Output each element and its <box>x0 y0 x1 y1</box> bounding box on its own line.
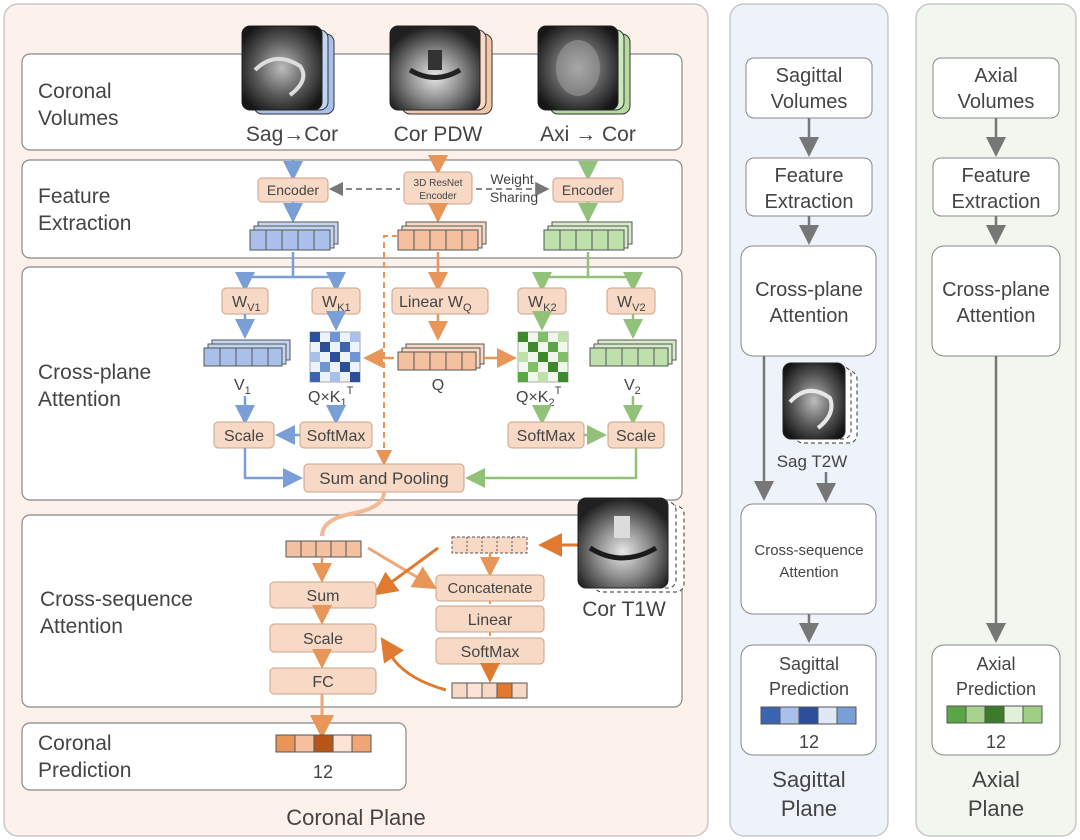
linear-wq-box <box>391 287 489 315</box>
sagittal-cp-label-1: Cross-plane <box>755 279 863 301</box>
axial-prediction-box <box>931 644 1061 756</box>
feature-label-2: Extraction <box>38 212 131 235</box>
sagittal-pred-label-2: Prediction <box>769 679 849 699</box>
green-feature-tensor <box>543 221 633 251</box>
q-tensor <box>397 343 485 371</box>
sagittal-cross-plane-box <box>740 245 877 357</box>
concatenate-label: Concatenate <box>447 580 532 597</box>
axi-to-cor-label: Axi → Cor <box>540 123 636 146</box>
cross-seq-label-2: Attention <box>40 615 123 638</box>
sagittal-prediction-bar <box>760 706 857 725</box>
sharing-label: Sharing <box>490 189 538 205</box>
sagittal-cs-label-2: Attention <box>779 564 838 581</box>
pooled-feature-vector <box>285 540 362 558</box>
sagittal-feature-label-2: Extraction <box>765 191 854 213</box>
sum-label: Sum <box>307 588 340 605</box>
wv2-box <box>606 287 656 315</box>
wv1-label: WV1 <box>232 294 261 314</box>
axial-pred-label-1: Axial <box>976 654 1015 674</box>
coronal-volumes-section <box>21 53 683 151</box>
coronal-pred-label-1: Coronal <box>38 732 112 755</box>
scale-right-label: Scale <box>616 428 656 445</box>
axial-pred-count: 12 <box>986 732 1006 752</box>
qk1-attention-matrix <box>309 331 361 383</box>
coronal-pred-count: 12 <box>313 762 333 782</box>
q-label: Q <box>432 377 444 394</box>
attention-weight-vector <box>451 682 528 699</box>
softmax-left-label: SoftMax <box>307 428 366 445</box>
coronal-plane-title: Coronal Plane <box>286 805 425 830</box>
coronal-volumes-label-2: Volumes <box>38 107 119 130</box>
sagittal-volumes-label-1: Sagittal <box>776 65 843 87</box>
axial-volumes-label-1: Axial <box>974 65 1017 87</box>
qk2-attention-matrix <box>517 331 569 383</box>
axial-plane-title-2: Plane <box>968 796 1024 821</box>
cross-plane-label-2: Attention <box>38 388 121 411</box>
sagittal-plane-title-2: Plane <box>781 796 837 821</box>
scale-label: Scale <box>303 631 343 648</box>
blue-feature-tensor <box>249 221 339 251</box>
axial-volumes-label-2: Volumes <box>958 91 1035 113</box>
weight-label: Weight <box>490 171 533 187</box>
sagittal-plane-title-1: Sagittal <box>772 767 845 792</box>
sagittal-cross-seq-box <box>740 503 877 615</box>
orange-feature-tensor <box>397 221 487 251</box>
qk1-label: Q×K1T <box>308 385 354 409</box>
cross-seq-label-1: Cross-sequence <box>40 588 193 611</box>
axial-plane-title-1: Axial <box>972 767 1020 792</box>
sagittal-cs-label-1: Cross-sequence <box>754 542 863 559</box>
wk1-label: WK1 <box>322 294 351 314</box>
sag-input-mri-image <box>241 25 335 115</box>
v2-label: V2 <box>624 377 641 397</box>
sag-t2w-mri-image <box>782 362 858 444</box>
axial-cp-label-1: Cross-plane <box>942 279 1050 301</box>
sagittal-volumes-label-2: Volumes <box>771 91 848 113</box>
linear-label: Linear <box>468 612 513 629</box>
qk2-label: Q×K2T <box>516 385 562 409</box>
cor-t1w-mri-image <box>577 497 685 593</box>
encoder-left-label: Encoder <box>267 182 319 198</box>
axial-prediction-bar <box>946 705 1043 724</box>
feature-extraction-section <box>21 159 683 259</box>
axial-cross-plane-box <box>931 245 1061 357</box>
resnet-label-1: 3D ResNet <box>414 178 463 189</box>
feature-label-1: Feature <box>38 185 110 208</box>
wv2-label: WV2 <box>617 294 646 314</box>
axial-feature-label-1: Feature <box>962 165 1031 187</box>
encoder-right-label: Encoder <box>562 182 614 198</box>
axial-pred-label-2: Prediction <box>956 679 1036 699</box>
sag-to-cor-label: Sag→Cor <box>246 123 338 146</box>
sagittal-feature-label-1: Feature <box>775 165 844 187</box>
coronal-volumes-label-1: Coronal <box>38 80 112 103</box>
sagittal-pred-count: 12 <box>799 732 819 752</box>
linear-wq-label: Linear WQ <box>399 294 472 314</box>
t1w-feature-vector <box>451 536 528 554</box>
axial-feature-label-2: Extraction <box>952 191 1041 213</box>
sagittal-pred-label-1: Sagittal <box>779 654 839 674</box>
coronal-pred-label-2: Prediction <box>38 759 131 782</box>
sagittal-prediction-box <box>740 644 877 756</box>
axial-cp-label-2: Attention <box>957 305 1036 327</box>
softmax-label: SoftMax <box>461 644 520 661</box>
cross-plane-label-1: Cross-plane <box>38 361 151 384</box>
cor-t1w-label: Cor T1W <box>582 598 666 621</box>
coronal-prediction-bar <box>275 734 372 753</box>
cor-pdw-input-mri-image <box>389 25 493 115</box>
sagittal-cp-label-2: Attention <box>770 305 849 327</box>
scale-left-label: Scale <box>224 428 264 445</box>
v1-tensor <box>203 339 291 367</box>
axi-input-mri-image <box>537 25 631 115</box>
v1-label: V1 <box>234 377 251 397</box>
softmax-right-label: SoftMax <box>517 428 576 445</box>
fc-label: FC <box>312 674 333 691</box>
cor-pdw-label: Cor PDW <box>394 123 483 146</box>
sum-pooling-label: Sum and Pooling <box>319 469 448 488</box>
v2-tensor <box>589 339 677 367</box>
sag-t2w-label: Sag T2W <box>777 452 848 471</box>
resnet-label-2: Encoder <box>419 191 457 202</box>
